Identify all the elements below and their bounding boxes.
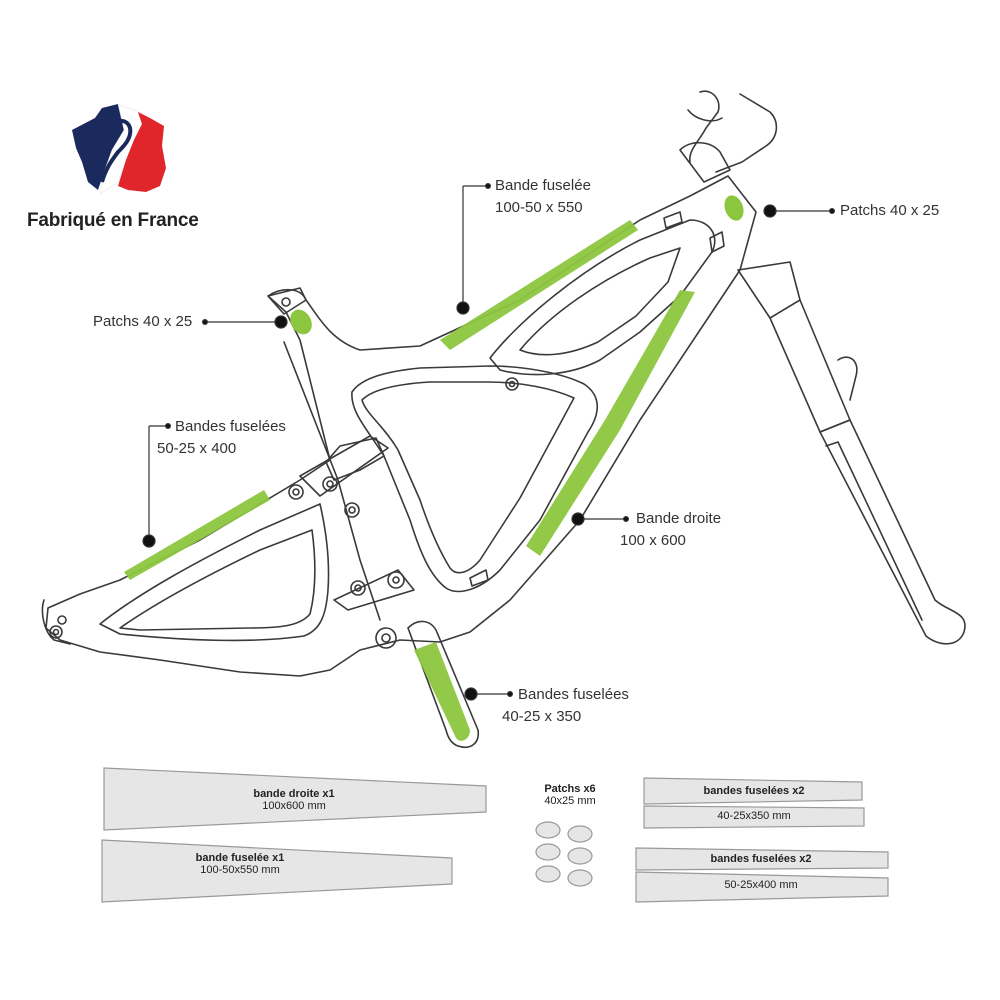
protection-strips — [124, 195, 744, 741]
piece-straight-label: bande droite x1 100x600 mm — [194, 788, 394, 812]
piece-name: Patchs x6 — [544, 783, 596, 795]
main-frame — [41, 175, 757, 677]
piece-tapered-40-size: 40-25x350 mm — [717, 810, 791, 822]
down-tube-strip — [526, 290, 695, 556]
piece-straight-band — [103, 767, 487, 831]
patch-piece — [567, 825, 593, 843]
piece-name: bandes fuselées x2 — [710, 853, 812, 865]
rider-silhouette — [100, 119, 133, 183]
callout-down-tube: Bande droite 100 x 600 — [620, 508, 722, 552]
piece-name: bande fuselée x1 — [195, 852, 285, 864]
piece-size: 40x25 mm — [544, 795, 596, 807]
front-fork — [737, 261, 966, 645]
handlebar — [679, 90, 778, 183]
piece-patches-label: Patchs x6 40x25 mm — [510, 783, 630, 807]
callout-title: Patchs 40 x 25 — [93, 313, 193, 330]
callout-title: Patchs 40 x 25 — [840, 202, 940, 219]
head-tube-patch — [724, 195, 744, 221]
callout-seat-top: Patchs 40 x 25 — [93, 311, 192, 333]
piece-tapered-50-b — [635, 871, 889, 903]
callout-title: Bande fuselée — [495, 177, 591, 194]
piece-tapered-40-b — [643, 805, 865, 829]
patch-piece — [535, 821, 561, 839]
piece-tapered-50-a — [635, 847, 889, 871]
piece-tapered-50-size: 50-25x400 mm — [724, 879, 798, 891]
piece-tapered-40-name: bandes fuselées x2 — [654, 785, 854, 797]
piece-tapered-40-a — [643, 777, 863, 805]
france-map-logo — [72, 103, 166, 195]
patch-piece — [535, 865, 561, 883]
piece-tapered-50-name: bandes fuselées x2 — [661, 853, 861, 865]
callout-chainstay: Bandes fuselées 50-25 x 400 — [157, 416, 286, 460]
callout-leaders — [142, 183, 835, 701]
patch-piece — [535, 843, 561, 861]
top-tube-strip — [440, 220, 638, 350]
france-red-part — [118, 112, 166, 192]
callout-size: 100-50 x 550 — [495, 199, 583, 216]
cut-pieces — [101, 767, 889, 903]
made-in-france-label: Fabriqué en France — [27, 210, 199, 231]
seat-patch — [290, 309, 312, 335]
patch-piece — [567, 847, 593, 865]
chainstay-strip — [124, 490, 270, 580]
callout-title: Bandes fuselées — [175, 418, 286, 435]
seat-clamp — [267, 287, 307, 315]
piece-name: bande droite x1 — [253, 788, 335, 800]
piece-size: 100-50x550 mm — [200, 864, 280, 876]
callout-crank: Bandes fuselées 40-25 x 350 — [502, 684, 629, 728]
callout-title: Bandes fuselées — [518, 686, 629, 703]
pivot-bolts — [49, 211, 725, 649]
crank-strip — [414, 642, 470, 741]
crank-arm — [407, 620, 480, 748]
callout-size: 40-25 x 350 — [502, 708, 582, 725]
patch-piece — [567, 869, 593, 887]
callout-title: Bande droite — [636, 510, 722, 527]
piece-tapered-label: bande fuselée x1 100-50x550 mm — [140, 852, 340, 876]
callout-top-tube: Bande fuselée 100-50 x 550 — [495, 175, 591, 219]
callout-head-tube: Patchs 40 x 25 — [840, 200, 939, 222]
piece-size: 100x600 mm — [262, 800, 326, 812]
callout-size: 50-25 x 400 — [157, 440, 237, 457]
piece-tapered-band — [101, 839, 453, 903]
piece-name: bandes fuselées x2 — [703, 785, 805, 797]
callout-size: 100 x 600 — [620, 532, 686, 549]
